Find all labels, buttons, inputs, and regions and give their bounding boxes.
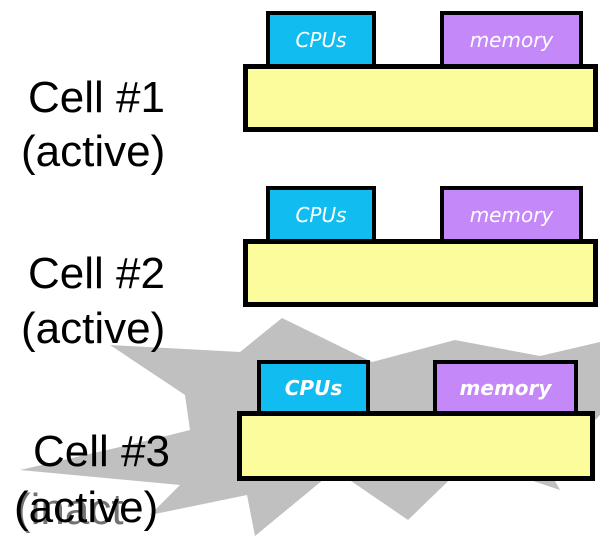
- cell-2-memory: memory: [440, 186, 583, 243]
- cell-3-label: Cell #3: [33, 427, 170, 476]
- cell-2-cpus-label: CPUs: [295, 202, 347, 227]
- cell-2-board: [243, 239, 598, 307]
- cell-2-status: (active): [21, 304, 166, 353]
- cell-2-cpus: CPUs: [266, 186, 376, 243]
- cell-2-memory-label: memory: [469, 202, 554, 227]
- cell-3-memory-label: memory: [459, 375, 552, 400]
- cell-2-label: Cell #2: [28, 249, 165, 298]
- cell-3-status-overlap: (inact: [16, 485, 124, 534]
- cell-3-status: (active): [14, 483, 159, 532]
- cell-1-status: (active): [21, 127, 166, 176]
- cell-3-cpus: CPUs: [257, 360, 370, 415]
- cell-3-cpus-label: CPUs: [284, 375, 343, 400]
- cell-1-memory: memory: [440, 11, 583, 68]
- cell-1-cpus-label: CPUs: [295, 27, 347, 52]
- cell-1-label: Cell #1: [28, 73, 165, 122]
- cell-1-cpus: CPUs: [266, 11, 376, 68]
- cell-3-board: [237, 411, 595, 481]
- cell-1-board: [243, 64, 598, 132]
- cell-3-memory: memory: [433, 360, 578, 415]
- cell-1-memory-label: memory: [469, 27, 554, 52]
